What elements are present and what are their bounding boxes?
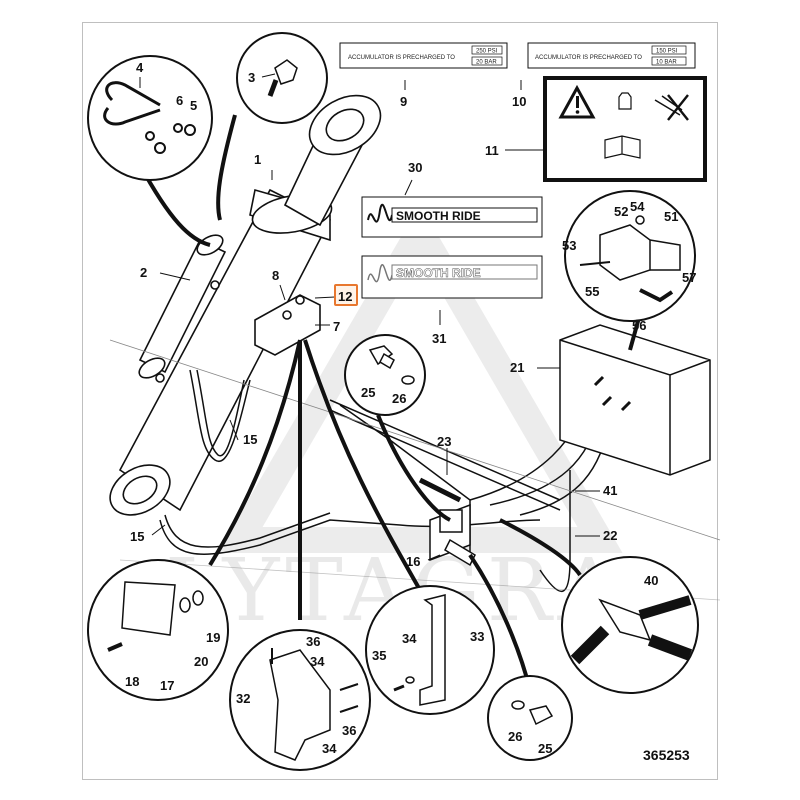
callout-40: 40 [644,573,658,588]
svg-text:ACCUMULATOR IS PRECHARGED TO: ACCUMULATOR IS PRECHARGED TO [535,55,642,61]
callout-35: 35 [372,648,386,663]
callout-36-b: 36 [342,723,356,738]
callout-41: 41 [603,483,617,498]
callout-52: 52 [614,204,628,219]
callout-10: 10 [512,94,526,109]
callout-15-a: 15 [243,432,257,447]
callout-12: 12 [338,289,352,304]
read-manual-icon [604,135,641,159]
callout-21: 21 [510,360,524,375]
svg-text:250 PSI: 250 PSI [476,49,498,55]
callout-22: 22 [603,528,617,543]
callout-7: 7 [333,319,340,334]
callout-17: 17 [160,678,174,693]
callout-23: 23 [437,434,451,449]
callout-11: 11 [485,143,499,158]
cylinder-assembly [109,94,382,516]
detail-circle-51-57 [564,190,696,322]
smooth-ride-logo-30: SMOOTH RIDE [361,196,543,238]
detail-circle-25-26 [344,334,426,416]
solenoid-valve-16 [418,477,476,567]
callout-18: 18 [125,674,139,689]
callout-25-top: 25 [361,385,375,400]
detail-circle-40 [561,556,699,694]
callout-33: 33 [470,629,484,644]
detail-circle-32-36 [229,629,371,771]
callout-31: 31 [432,331,446,346]
callout-51: 51 [664,209,678,224]
callout-16: 16 [406,554,420,569]
callout-15-b: 15 [130,529,144,544]
detail-circle-33-35 [365,585,495,715]
callout-53: 53 [562,238,576,253]
callout-20: 20 [194,654,208,669]
plate-9: ACCUMULATOR IS PRECHARGED TO 250 PSI 20 … [339,42,508,69]
detail-circle-17-20 [87,559,229,701]
callout-34-c: 34 [402,631,417,646]
smooth-ride-logo-31: SMOOTH RIDE [361,255,543,299]
detail-circle-fitting-3 [236,32,328,124]
callout-2: 2 [140,265,147,280]
callout-55: 55 [585,284,599,299]
warning-triangle-icon [558,84,596,119]
svg-text:SMOOTH RIDE: SMOOTH RIDE [396,209,481,223]
detail-circle-ubolt [87,55,213,181]
callout-numbers: 4 6 5 3 9 10 11 1 30 2 8 12 7 31 25 26 2… [125,60,696,763]
callout-34-a: 34 [310,654,325,669]
svg-text:ACCUMULATOR IS PRECHARGED TO: ACCUMULATOR IS PRECHARGED TO [348,55,455,61]
accumulator-icon [618,92,632,110]
callout-19: 19 [206,630,220,645]
svg-text:150 PSI: 150 PSI [656,49,678,55]
callout-3: 3 [248,70,255,85]
component-21-box [559,324,711,476]
detail-circle-25-26-bottom [487,675,573,761]
callout-4: 4 [136,60,144,75]
callout-25-bottom: 25 [538,741,552,756]
callout-54: 54 [630,199,645,214]
svg-text:20 BAR: 20 BAR [476,60,497,66]
callout-12-highlight [334,284,358,306]
callout-30: 30 [408,160,422,175]
callout-9: 9 [400,94,407,109]
svg-text:SMOOTH RIDE: SMOOTH RIDE [396,266,481,280]
callout-34-b: 34 [322,741,337,756]
warning-label-11 [543,76,707,182]
callout-5: 5 [190,98,197,113]
callout-36-a: 36 [306,634,320,649]
callout-56: 56 [632,318,646,333]
callout-57: 57 [682,270,696,285]
reference-number: 365253 [643,747,690,763]
svg-text:10 BAR: 10 BAR [656,60,677,66]
leader-lines-thin [139,73,600,561]
plate-10: ACCUMULATOR IS PRECHARGED TO 150 PSI 10 … [527,42,696,69]
callout-8: 8 [272,268,279,283]
watermark: LYTAGRA [165,204,623,641]
callout-26-top: 26 [392,391,406,406]
callout-32: 32 [236,691,250,706]
callout-26-bottom: 26 [508,729,522,744]
callout-1: 1 [254,152,261,167]
callout-6: 6 [176,93,183,108]
